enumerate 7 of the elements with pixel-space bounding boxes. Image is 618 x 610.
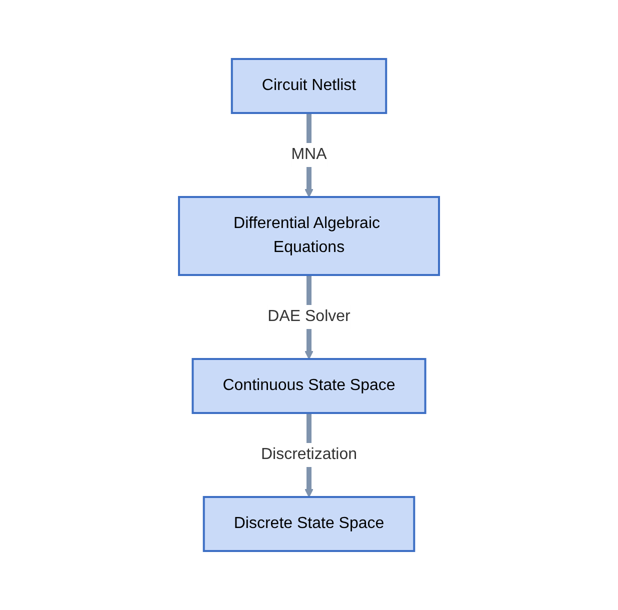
node-box: Circuit Netlist: [230, 58, 388, 114]
edge-label: DAE Solver: [268, 308, 350, 325]
edge-label: MNA: [291, 146, 327, 163]
node-box: Continuous State Space: [192, 358, 426, 414]
node-box: Differential Algebraic Equations: [178, 196, 440, 276]
node-box: Discrete State Space: [202, 496, 416, 552]
edge-label: Discretization: [260, 446, 358, 463]
